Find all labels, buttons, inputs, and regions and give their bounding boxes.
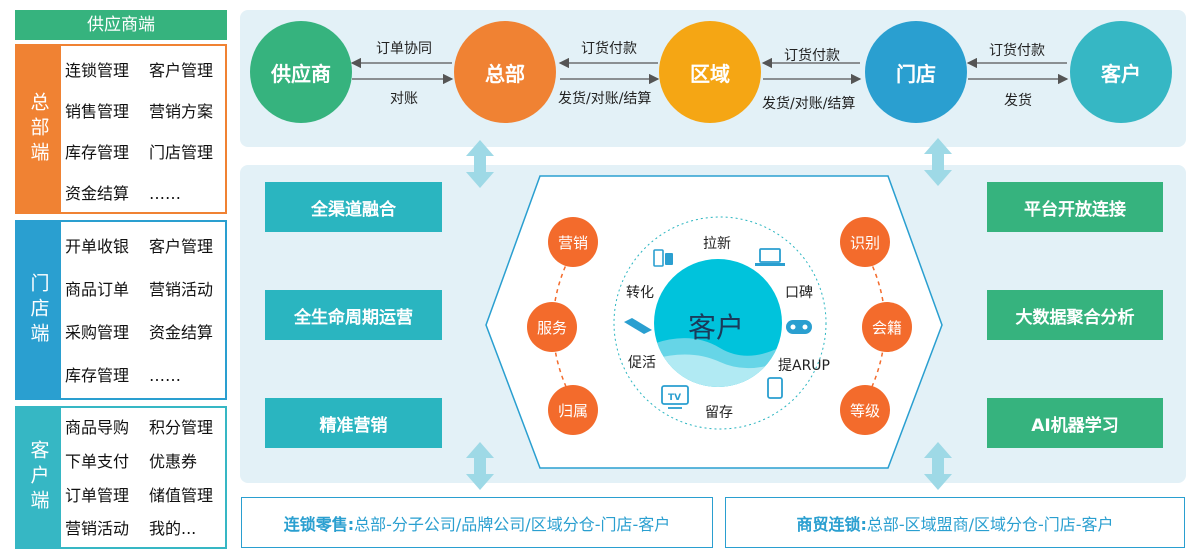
hq-item: 连锁管理 xyxy=(65,61,130,80)
ring-label: 留存 xyxy=(705,405,733,421)
ring-label: 口碑 xyxy=(785,285,813,301)
flow-node-customer: 客户 xyxy=(1070,21,1172,123)
gamepad-icon xyxy=(786,320,812,334)
ring-label: 拉新 xyxy=(703,236,731,252)
store-item: 客户管理 xyxy=(149,237,214,256)
updown-arrow-icon xyxy=(924,442,952,490)
chain-retail-box: 连锁零售: 总部-分子公司/品牌公司/区域分仓-门店-客户 xyxy=(241,497,713,548)
feature-ai: AI机器学习 xyxy=(987,398,1163,448)
trade-chain-box: 商贸连锁: 总部-区域盟商/区域分仓-门店-客户 xyxy=(725,497,1185,548)
flow-link-top: 订货付款 xyxy=(784,48,840,64)
feature-lifecycle: 全生命周期运营 xyxy=(265,290,442,340)
store-end-section: 门店端 开单收银 客户管理 商品订单 营销活动 采购管理 资金结算 库存管理 …… xyxy=(15,220,227,400)
store-item: 开单收银 xyxy=(65,237,130,256)
trade-chain-text: 总部-区域盟商/区域分仓-门店-客户 xyxy=(866,514,1114,534)
chain-retail-title: 连锁零售: xyxy=(283,514,355,534)
store-item: 商品订单 xyxy=(65,280,130,299)
trade-chain-title: 商贸连锁: xyxy=(796,514,867,534)
feature-open-platform: 平台开放连接 xyxy=(987,182,1163,232)
feature-bigdata: 大数据聚合分析 xyxy=(987,290,1163,340)
flow-link-bottom: 对账 xyxy=(390,91,418,107)
flow-link-bottom: 发货/对账/结算 xyxy=(762,96,856,112)
ring-label: 促活 xyxy=(628,355,656,371)
customer-end-section: 客户端 商品导购 积分管理 下单支付 优惠券 订单管理 储值管理 营销活动 我的… xyxy=(15,406,227,549)
store-item: 资金结算 xyxy=(149,323,214,342)
flow-node-region: 区域 xyxy=(659,21,761,123)
hq-item: 库存管理 xyxy=(65,143,130,162)
left-orange-circle: 服务 xyxy=(527,302,577,352)
customer-end-label: 客户端 xyxy=(17,408,61,547)
left-orange-circle: 归属 xyxy=(548,385,598,435)
svg-text:TV: TV xyxy=(668,393,681,403)
flow-link-top: 订货付款 xyxy=(989,43,1045,59)
feature-omnichannel: 全渠道融合 xyxy=(265,182,442,232)
right-orange-circle: 会籍 xyxy=(862,302,912,352)
chain-retail-text: 总部-分子公司/品牌公司/区域分仓-门店-客户 xyxy=(354,514,671,534)
tv-icon: TV xyxy=(661,385,689,409)
right-orange-circle: 等级 xyxy=(840,385,890,435)
customer-item: 营销活动 xyxy=(65,519,130,539)
hq-item: …… xyxy=(149,184,181,203)
ring-label: 转化 xyxy=(626,285,654,301)
flow-link-top: 订货付款 xyxy=(581,41,637,57)
dotted-ring xyxy=(613,216,827,430)
hq-end-section: 总部端 连锁管理 客户管理 销售管理 营销方案 库存管理 门店管理 资金结算 …… xyxy=(15,44,227,214)
customer-item: 商品导购 xyxy=(65,418,130,437)
updown-arrow-icon xyxy=(466,442,494,490)
customer-item: 下单支付 xyxy=(65,451,130,471)
store-item: 采购管理 xyxy=(65,323,130,342)
mobile-device-icon xyxy=(653,249,673,267)
customer-item: 我的... xyxy=(149,519,197,539)
updown-arrow-icon xyxy=(924,138,952,186)
laptop-icon xyxy=(755,248,785,266)
hq-item: 销售管理 xyxy=(65,102,130,121)
hq-end-label: 总部端 xyxy=(17,46,61,212)
hq-item: 资金结算 xyxy=(65,184,130,203)
store-item: 库存管理 xyxy=(65,366,130,385)
flow-node-hq: 总部 xyxy=(454,21,556,123)
flow-link-bottom: 发货 xyxy=(1004,93,1032,109)
ring-label: 提ARUP xyxy=(778,358,830,374)
store-item: 营销活动 xyxy=(149,280,214,299)
flow-node-store: 门店 xyxy=(865,21,967,123)
hq-item: 门店管理 xyxy=(149,143,214,162)
right-orange-circle: 识别 xyxy=(840,217,890,267)
hq-item: 客户管理 xyxy=(149,61,214,80)
customer-item: 优惠券 xyxy=(149,451,198,471)
store-end-label: 门店端 xyxy=(17,222,61,398)
hq-item: 营销方案 xyxy=(149,102,214,121)
customer-item: 储值管理 xyxy=(149,485,214,505)
flow-link-bottom: 发货/对账/结算 xyxy=(558,91,652,107)
customer-item: 订单管理 xyxy=(65,485,130,505)
updown-arrow-icon xyxy=(466,140,494,188)
core-customer-label: 客户 xyxy=(688,311,745,344)
tablet-icon xyxy=(767,377,783,399)
store-item: …… xyxy=(149,366,181,385)
flow-node-supplier: 供应商 xyxy=(250,21,352,123)
flow-link-top: 订单协同 xyxy=(376,41,432,57)
supplier-end-title: 供应商端 xyxy=(15,10,227,40)
customer-item: 积分管理 xyxy=(149,418,214,437)
pen-icon xyxy=(624,318,652,334)
left-orange-circle: 营销 xyxy=(548,217,598,267)
feature-precision-marketing: 精准营销 xyxy=(265,398,442,448)
